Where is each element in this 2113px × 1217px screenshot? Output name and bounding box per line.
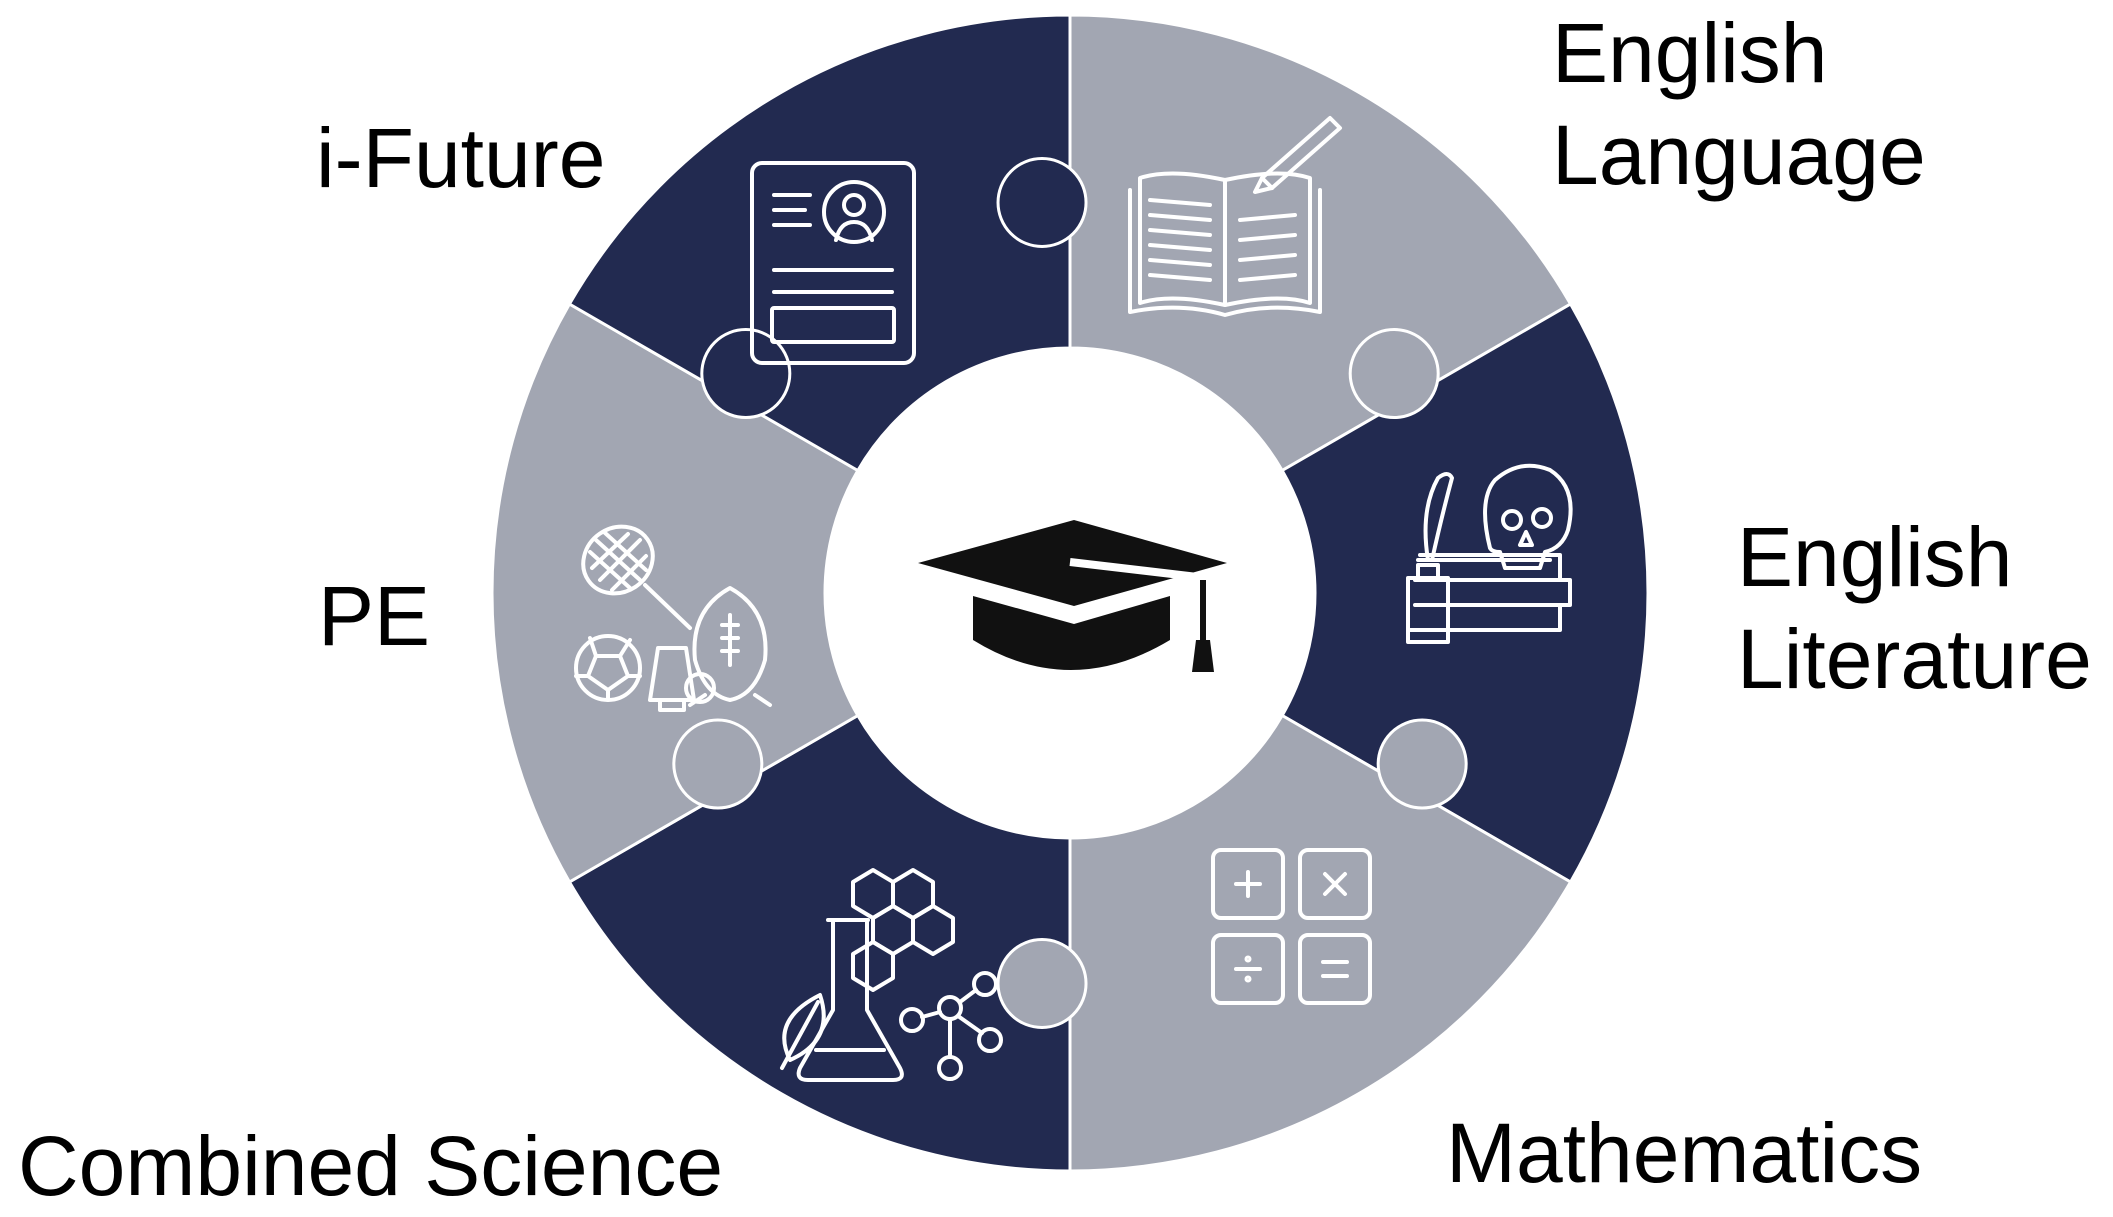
puzzle-knob (700, 328, 792, 420)
puzzle-knob (996, 937, 1088, 1029)
label-i-future: i-Future (316, 111, 606, 205)
flask-molecule-icon (780, 868, 1003, 1082)
label-pe: PE (318, 569, 431, 663)
resume-profile-icon (750, 161, 916, 365)
puzzle-knob (1348, 328, 1440, 420)
math-operators-icon (1211, 848, 1372, 1005)
puzzle-knob (996, 157, 1088, 249)
sports-equipment-icon (574, 524, 772, 712)
puzzle-knob (1376, 718, 1468, 810)
open-book-quill-icon (1128, 116, 1342, 317)
skull-books-quill-icon (1406, 463, 1573, 644)
label-combined-science: Combined Science (18, 1119, 724, 1213)
graduation-cap-icon (918, 520, 1227, 672)
label-mathematics: Mathematics (1446, 1106, 1923, 1200)
puzzle-knob (672, 718, 764, 810)
